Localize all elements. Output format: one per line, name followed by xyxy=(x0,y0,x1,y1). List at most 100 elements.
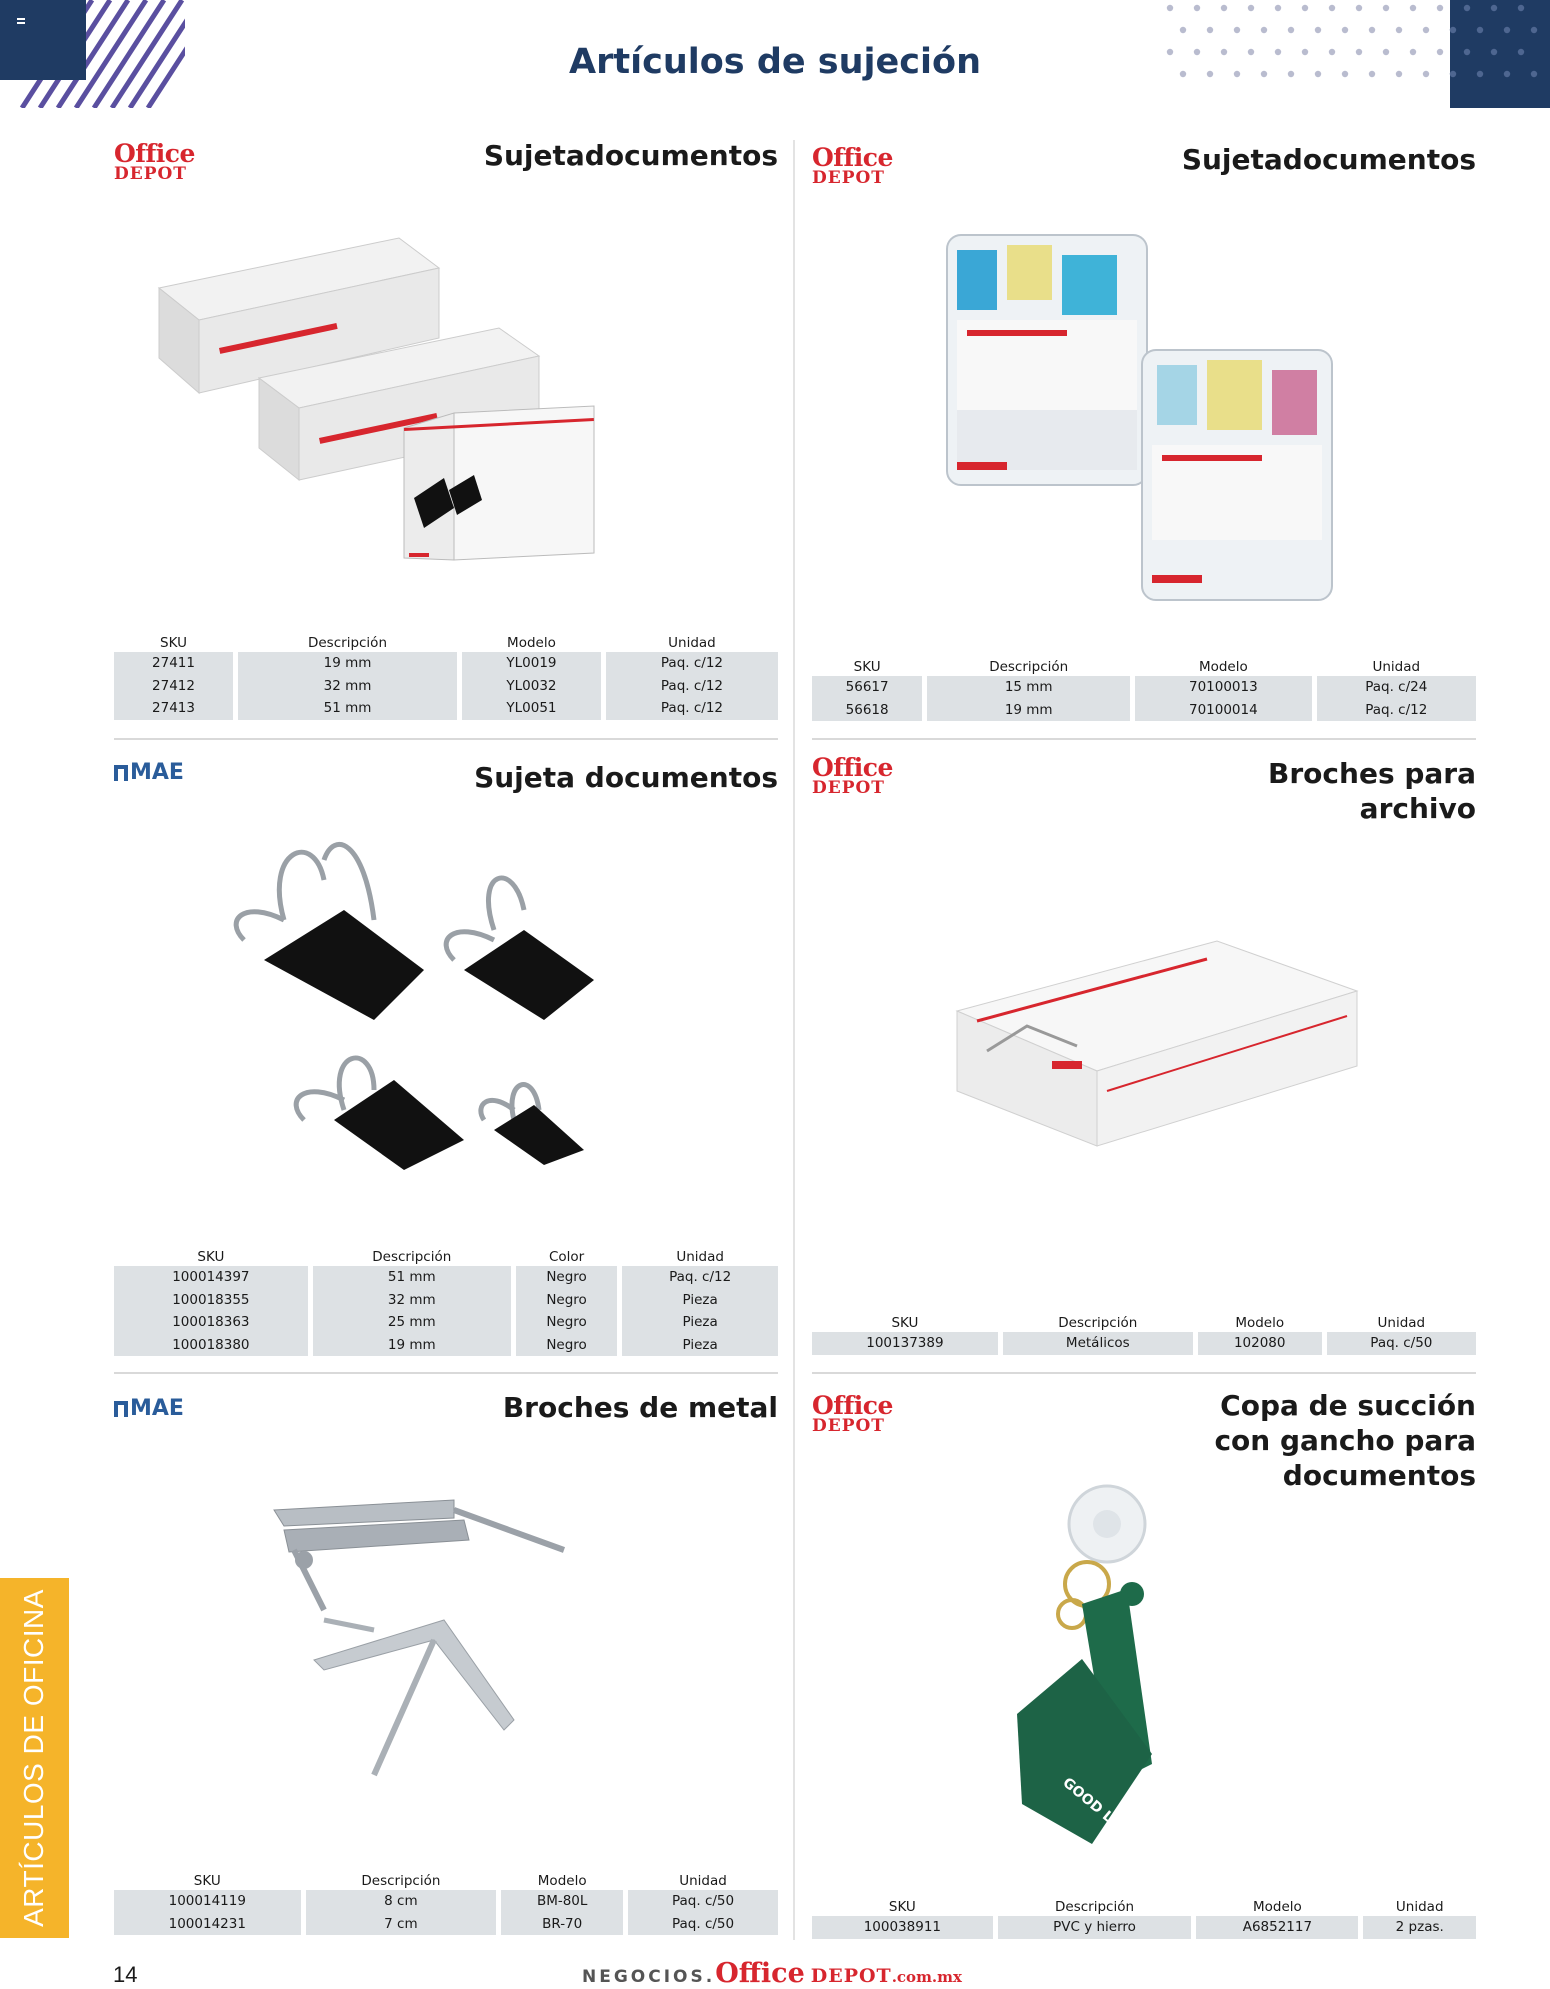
mae-mark-icon xyxy=(114,764,128,781)
decorative-dot xyxy=(1193,48,1201,56)
decorative-dot xyxy=(1206,26,1214,34)
decorative-dot xyxy=(1314,26,1322,34)
decorative-dot xyxy=(1503,70,1511,78)
decorative-dot xyxy=(1355,48,1363,56)
decorative-dot xyxy=(1247,48,1255,56)
decorative-dot xyxy=(1368,70,1376,78)
decorative-dot xyxy=(1166,4,1174,12)
decorative-dot xyxy=(1503,26,1511,34)
decorative-dot xyxy=(1220,4,1228,12)
section-divider xyxy=(812,738,1476,740)
decorative-dot xyxy=(1179,26,1187,34)
colored-binder-clips-image xyxy=(946,234,1333,601)
decorative-dot xyxy=(1530,70,1538,78)
product-title: Sujeta documentos xyxy=(474,761,778,794)
page-title: Artículos de sujeción xyxy=(569,42,981,82)
decorative-dot xyxy=(1355,4,1363,12)
decorative-dot xyxy=(1422,70,1430,78)
mae-logo: MAE xyxy=(114,760,184,785)
decorative-dot xyxy=(1341,70,1349,78)
suction-cup-hook-image: GOOD LUCK xyxy=(1017,1484,1152,1847)
section-divider xyxy=(114,1372,778,1374)
decorative-dot xyxy=(1463,4,1471,12)
decorative-dot xyxy=(1382,48,1390,56)
decorative-dot xyxy=(1449,70,1457,78)
decorative-dot xyxy=(1395,70,1403,78)
decorative-dot xyxy=(1490,4,1498,12)
black-binder-clips-image xyxy=(233,842,594,1170)
binder-clip-boxes-image xyxy=(157,237,595,561)
decorative-dot xyxy=(1490,48,1498,56)
decorative-dot xyxy=(1247,4,1255,12)
section-side-tab-label: ARTÍCULOS DE OFICINA xyxy=(18,1589,49,1927)
decorative-dot xyxy=(1314,70,1322,78)
header-dots-decoration xyxy=(1166,0,1550,108)
decorative-dot xyxy=(1449,26,1457,34)
decorative-dot xyxy=(1463,48,1471,56)
decorative-dot xyxy=(1530,26,1538,34)
decorative-dot xyxy=(1517,48,1525,56)
decorative-dot xyxy=(1206,70,1214,78)
decorative-dot xyxy=(1287,26,1295,34)
section-side-tab: ARTÍCULOS DE OFICINA xyxy=(0,1578,69,1938)
decorative-dot xyxy=(1287,70,1295,78)
decorative-dot xyxy=(1260,26,1268,34)
product-title: Broches de metal xyxy=(502,1391,778,1424)
decorative-dot xyxy=(1382,4,1390,12)
decorative-dot xyxy=(1166,48,1174,56)
decorative-dot xyxy=(1436,48,1444,56)
decorative-dot xyxy=(1274,4,1282,12)
decorative-dot xyxy=(1341,26,1349,34)
decorative-dot xyxy=(1476,26,1484,34)
decorative-dot xyxy=(1301,48,1309,56)
section-divider xyxy=(812,1372,1476,1374)
decorative-dot xyxy=(1193,4,1201,12)
column-divider xyxy=(793,140,795,1940)
decorative-dot xyxy=(1409,48,1417,56)
decorative-dot xyxy=(1179,70,1187,78)
header-stripes-decoration xyxy=(0,0,185,108)
mae-logo: MAE xyxy=(114,1396,184,1421)
decorative-dot xyxy=(1422,26,1430,34)
mae-mark-icon xyxy=(114,1400,128,1417)
decorative-dot xyxy=(1260,70,1268,78)
decorative-dot xyxy=(1328,48,1336,56)
decorative-dot xyxy=(1328,4,1336,12)
product-title: Sujetadocumentos xyxy=(1181,143,1476,176)
decorative-dot xyxy=(1368,26,1376,34)
decorative-dot xyxy=(1233,26,1241,34)
decorative-dot xyxy=(1409,4,1417,12)
decorative-dot xyxy=(1220,48,1228,56)
